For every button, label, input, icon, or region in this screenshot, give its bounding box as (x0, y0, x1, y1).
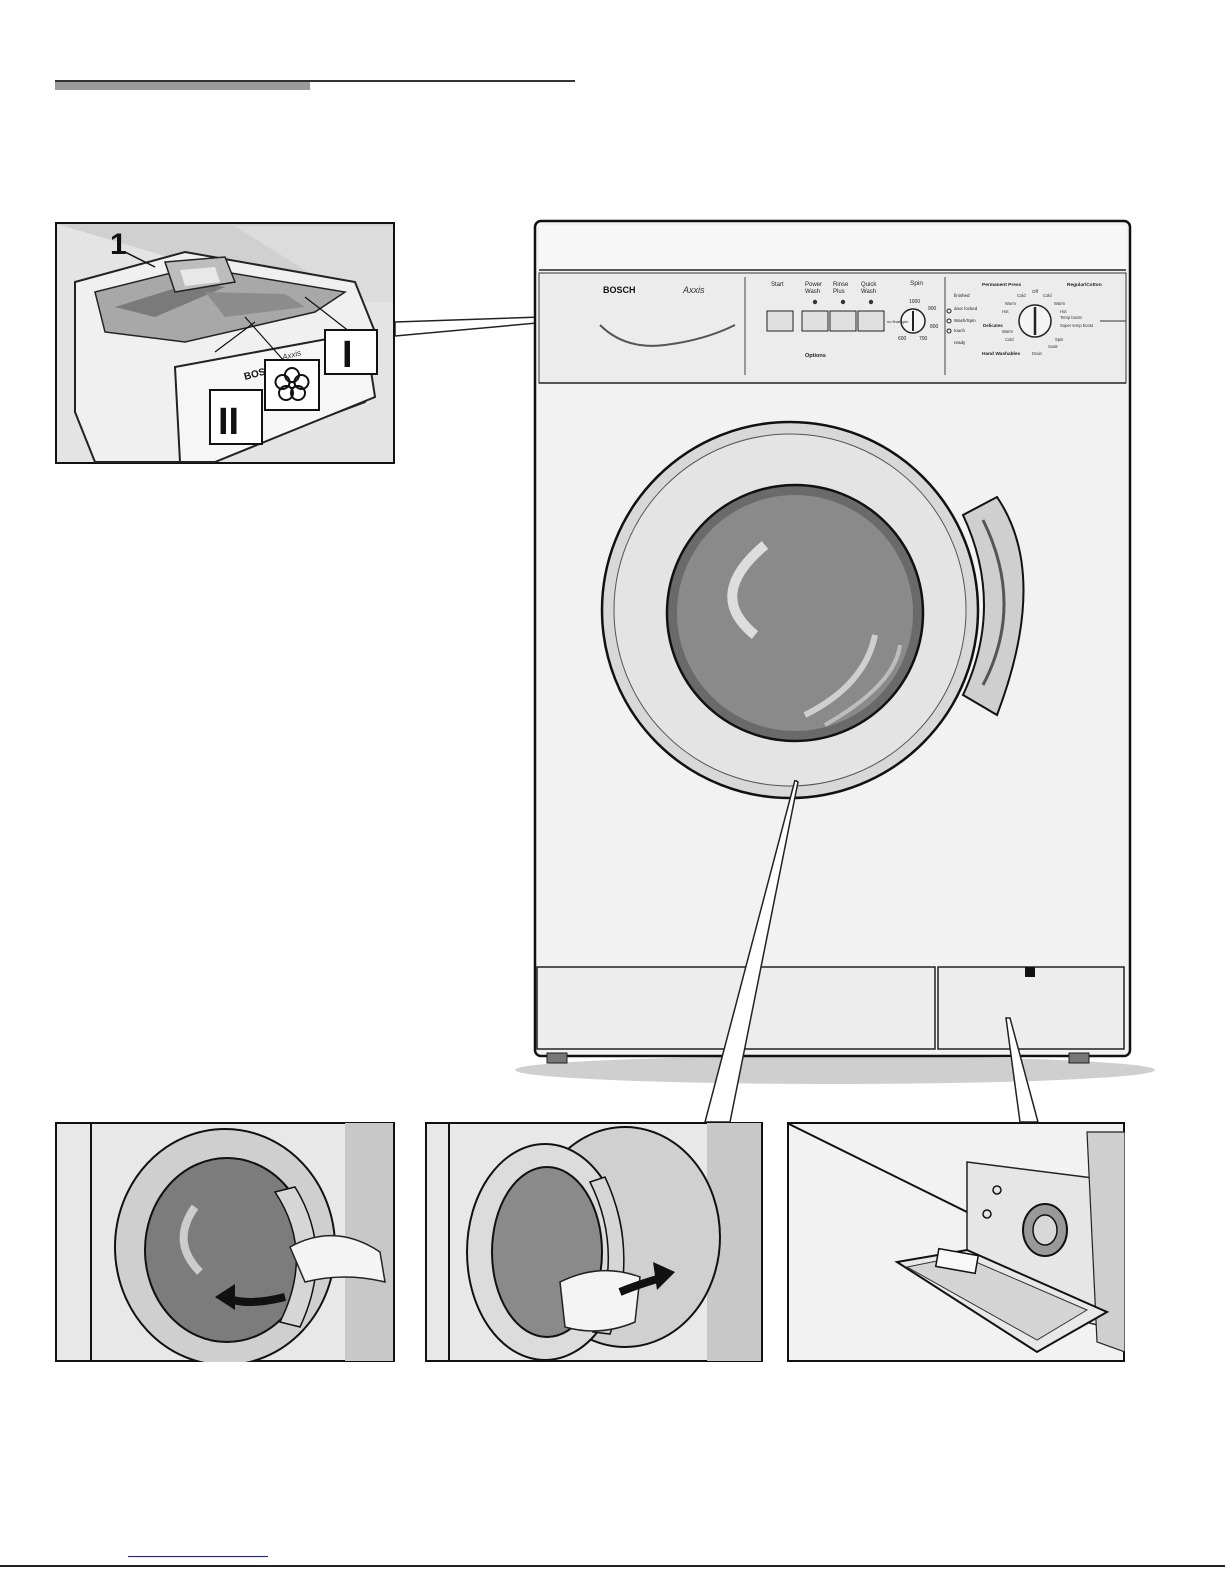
svg-text:Spin: Spin (1055, 337, 1064, 342)
status-door-locked: door locked (954, 306, 978, 311)
svg-text:Warm: Warm (1054, 301, 1066, 306)
header-rule-bar (55, 82, 310, 90)
flower-icon (264, 359, 320, 411)
washing-machine-illustration: BOSCH Axxis Start Power Wash Rinse Plus … (505, 215, 1155, 1085)
start-button-label: Start (771, 282, 784, 288)
spin-speed-1000: 1000 (909, 299, 920, 305)
compartment-i-label: I (342, 334, 353, 376)
compartment-ii-label: II (218, 401, 239, 443)
header-rule-line (55, 80, 575, 82)
status-lights (946, 308, 952, 334)
svg-text:Cold: Cold (1005, 337, 1014, 342)
rinse-plus-label-2: Plus (833, 289, 845, 295)
program-off-label: Off (1032, 289, 1039, 294)
header-rule (55, 78, 575, 90)
svg-text:Hot: Hot (1002, 309, 1009, 314)
callout-number-1: 1 (110, 228, 127, 261)
status-wash-spin: Wash/Spin (954, 318, 976, 323)
status-finished: finished (954, 293, 970, 298)
dispenser-detail-illustration: BOSCH Axxis 1 I II (55, 222, 395, 464)
door-opening-illustration (55, 1122, 395, 1366)
rinse-plus-label-1: Rinse (833, 282, 849, 288)
delicates-label: Delicates (983, 323, 1003, 328)
permanent-press-label: Permanent Press (982, 282, 1022, 288)
svg-text:Super temp boost: Super temp boost (1060, 323, 1094, 328)
arrow-right-icon (653, 1262, 675, 1290)
door-closing-illustration (425, 1122, 763, 1362)
svg-text:Warm: Warm (1005, 301, 1017, 306)
program-settings-labels: Cold Warm Hot Cold Warm Hot Temp boost S… (1002, 293, 1094, 356)
status-ready: ready (954, 340, 966, 345)
quick-wash-label-1: Quick (861, 282, 877, 288)
status-touch: touch (954, 328, 966, 333)
svg-text:Drain: Drain (1032, 351, 1043, 356)
spin-speed-700: 700 (919, 336, 928, 342)
svg-text:Cold: Cold (1043, 293, 1052, 298)
regular-cotton-label: Regular/Cotton (1067, 282, 1102, 288)
program-buttons (766, 299, 885, 332)
spin-speed-900: 900 (928, 306, 937, 312)
footer-link-underline[interactable] (128, 1556, 268, 1557)
hand-washables-label: Hand Washables (982, 351, 1021, 357)
options-label: Options (805, 353, 826, 359)
svg-text:Temp boost: Temp boost (1060, 315, 1082, 320)
spin-speed-800: 800 (930, 324, 939, 330)
svg-text:Cold: Cold (1017, 293, 1026, 298)
pump-flap-illustration (787, 1122, 1126, 1362)
machine-door (600, 420, 1025, 800)
arrow-left-icon (215, 1284, 235, 1310)
bottom-pointers (704, 780, 1039, 1123)
svg-text:Warm: Warm (1002, 329, 1014, 334)
footer-rule (0, 1565, 1225, 1567)
svg-text:Hot: Hot (1060, 309, 1067, 314)
brand-label: BOSCH (603, 285, 636, 295)
spin-title: Spin (910, 280, 923, 287)
quick-wash-label-2: Wash (861, 289, 876, 295)
spin-speed-600: 600 (898, 336, 907, 342)
model-label: Axxis (682, 285, 705, 295)
no-final-spin-label: no final spin (887, 319, 908, 324)
power-wash-label-1: Power (805, 282, 822, 288)
power-wash-label-2: Wash (805, 289, 820, 295)
svg-text:Soak: Soak (1048, 344, 1058, 349)
